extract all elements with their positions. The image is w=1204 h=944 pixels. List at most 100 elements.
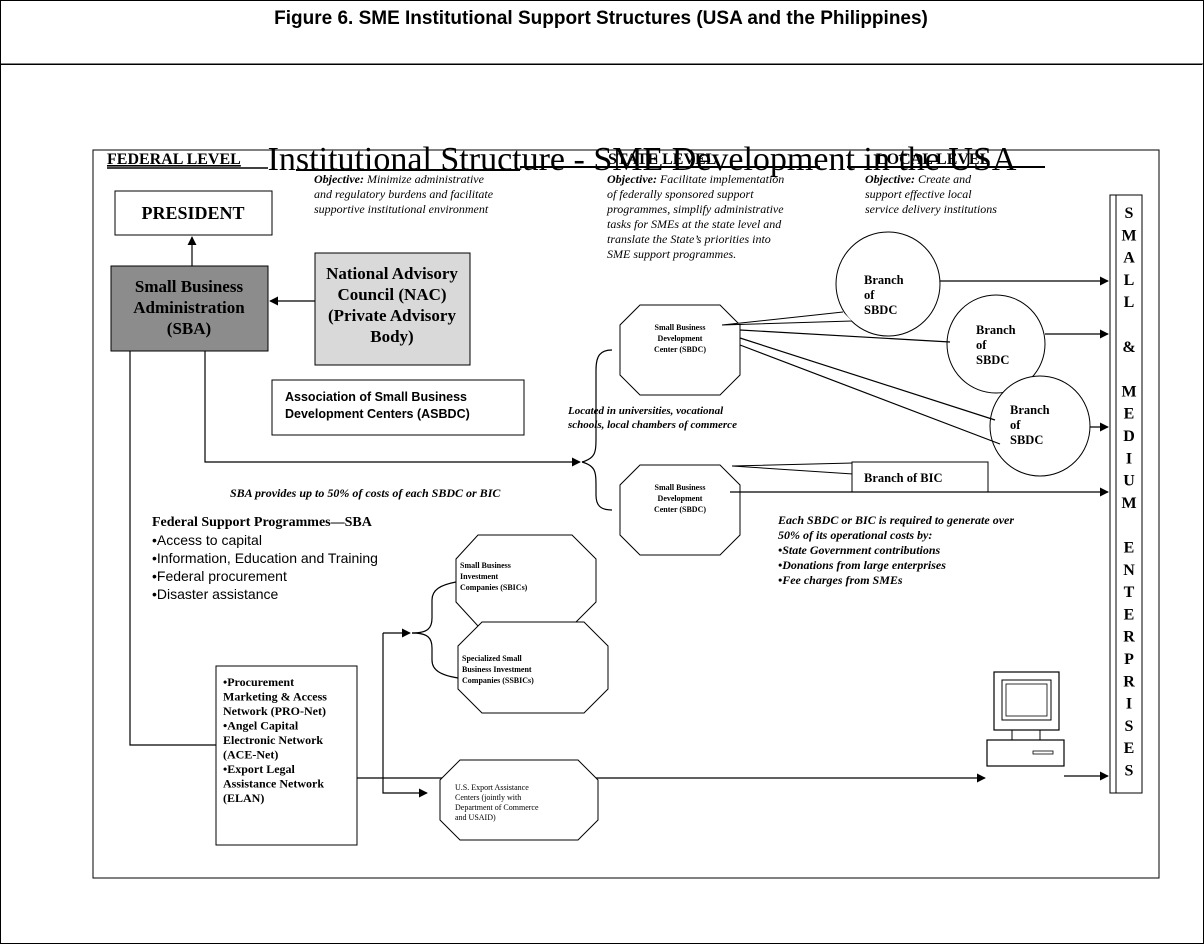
sbdc-bottom-line: Development [658,494,703,503]
smes-letter: U [1123,473,1135,490]
sbdc-top-line: Small Business [655,323,706,332]
smes-letter: I [1126,450,1132,467]
programme-line: •Disaster assistance [152,586,278,602]
branch-3-line: Branch [1010,403,1050,417]
branch-1-line: Branch [864,273,904,287]
located-note: Located in universities, vocational schoo… [567,405,737,431]
branch-sbdc-1 [835,231,941,337]
local-objective-line: support effective local [865,187,972,201]
sbic-line: Companies (SBICs) [460,583,528,592]
smes-letter: E [1124,406,1135,423]
export-line: Department of Commerce [455,803,539,812]
smes-letter: E [1124,740,1135,757]
located-line: Located in universities, vocational [567,405,724,417]
diagram-border [92,149,1160,879]
nac-line: Body) [370,327,413,346]
smes-letter: P [1124,651,1134,668]
each-sbdc-line: •State Government contributions [778,543,941,557]
local-level-heading: LOCAL LEVEL [876,151,990,168]
smes-letter: L [1124,272,1135,289]
figure-caption: Figure 6. SME Institutional Support Stru… [274,8,928,29]
smes-letter: M [1121,495,1136,512]
ssbic-line: Business Investment [462,665,532,674]
branch-1-line: of [864,288,875,302]
sbdc-top-line: Center (SBDC) [654,345,706,354]
branch-1-line: SBDC [864,303,897,317]
each-sbdc-line: 50% of its operational costs by: [778,528,932,542]
smes-letter: S [1125,205,1134,222]
networks-line: (ELAN) [223,791,264,805]
federal-objective-label: Objective: [314,172,364,186]
sba-line: Administration [133,298,245,317]
sba-costs-note: SBA provides up to 50% of costs of each … [230,486,501,500]
export-line: and USAID) [455,813,496,822]
smes-letter: M [1121,227,1136,244]
located-line: schools, local chambers of commerce [567,419,737,431]
sba-box [110,265,269,352]
programme-line: •Information, Education and Training [152,550,378,566]
smes-letter: M [1121,383,1136,400]
smes-letter: L [1124,294,1135,311]
nac-box [314,252,471,366]
each-sbdc-note: Each SBDC or BIC is required to generate… [777,513,1014,587]
networks-line: Marketing & Access [223,690,327,704]
sbdc-bottom-line: Center (SBDC) [654,505,706,514]
state-objective-line: Objective: Facilitate implementation [607,172,784,186]
networks-line: •Export Legal [223,762,296,776]
networks-line: •Procurement [223,675,294,689]
asbdc-line: Development Centers (ASBDC) [285,407,470,421]
sbdc-top-line: Development [658,334,703,343]
programme-line: •Federal procurement [152,568,287,584]
smes-letter: T [1124,584,1135,601]
networks-line: Assistance Network [223,777,324,791]
federal-level-heading: FEDERAL LEVEL [107,151,241,168]
local-objective-line: service delivery institutions [865,202,997,216]
each-sbdc-line: •Donations from large enterprises [778,558,946,572]
ssbic-octagon [457,621,609,714]
asbdc-line: Association of Small Business [285,390,467,404]
smes-letter: A [1123,250,1135,267]
branch-2-line: Branch [976,323,1016,337]
president-label: PRESIDENT [141,203,244,223]
each-sbdc-line: Each SBDC or BIC is required to generate… [777,513,1014,527]
diagram-title: Institutional Structure - SME Developmen… [268,141,1017,178]
smes-letter: R [1123,673,1135,690]
ssbic-line: Specialized Small [462,654,523,663]
state-objective-line: translate the State’s priorities into [607,232,771,246]
local-objective-label: Objective: [865,172,915,186]
smes-letter: R [1123,629,1135,646]
branch-3-line: SBDC [1010,433,1043,447]
ssbic-line: Companies (SSBICs) [462,676,534,685]
nac-line: National Advisory [326,264,458,283]
computer-icon [986,671,1065,767]
federal-objective-line: and regulatory burdens and facilitate [314,187,494,201]
president-box [114,190,273,236]
federal-objective-line: Objective: Minimize administrative [314,172,485,186]
local-objective-line: Objective: Create and [865,172,972,186]
smes-bar [1109,194,1143,794]
networks-line: Electronic Network [223,733,323,747]
export-octagon [439,759,599,841]
state-objective-line: of federally sponsored support [607,187,754,201]
branch-2-line: of [976,338,987,352]
nac-line: Council (NAC) [337,285,446,304]
sbic-line: Small Business [460,561,511,570]
sbic-line: Investment [460,572,499,581]
smes-letter: E [1124,540,1135,557]
smes-letter: & [1122,339,1135,356]
sbdc-bottom-line: Small Business [655,483,706,492]
branch-bic-label: Branch of BIC [864,471,942,485]
export-line: U.S. Export Assistance [455,783,529,792]
